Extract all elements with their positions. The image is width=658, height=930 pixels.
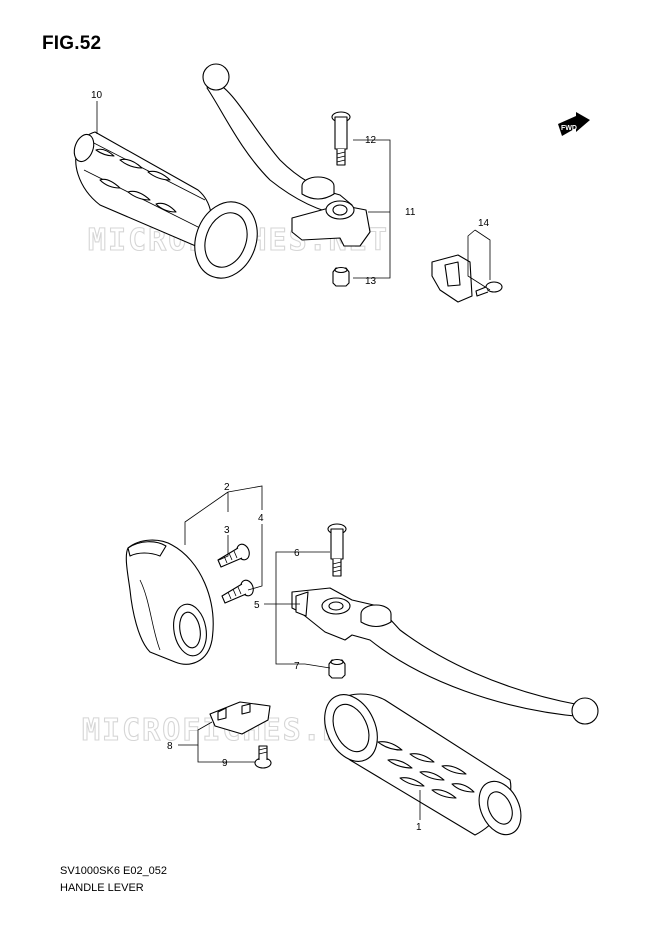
part-8-switch [209, 701, 271, 735]
part-12-pivot-bolt [331, 111, 351, 166]
part-11-clutch-lever [202, 63, 371, 247]
part-1-right-grip [324, 693, 522, 836]
part-4-screw [221, 579, 254, 604]
part-9-screw [254, 745, 272, 769]
part-13-nut [332, 266, 350, 287]
callout-8: 8 [167, 741, 173, 752]
direction-badge-label: FWD [561, 125, 577, 132]
callout-2: 2 [224, 482, 230, 493]
callout-4: 4 [258, 513, 264, 524]
callout-7: 7 [294, 661, 300, 672]
part-10-left-grip [73, 131, 258, 279]
figure-title: FIG.52 [42, 33, 102, 54]
callout-14: 14 [478, 218, 490, 229]
callout-13: 13 [365, 276, 377, 287]
part-2-throttle-housing [125, 539, 214, 665]
part-3-screw [217, 543, 250, 568]
part-6-pivot-bolt [327, 523, 347, 577]
diagram-code: SV1000SK6 E02_052 [60, 865, 168, 877]
part-7-nut [328, 658, 346, 679]
callout-11: 11 [405, 207, 416, 218]
callout-9: 9 [222, 758, 228, 769]
callout-3: 3 [224, 525, 230, 536]
callout-5: 5 [254, 600, 260, 611]
direction-arrow-icon: FWD [558, 112, 590, 136]
callout-10: 10 [91, 90, 103, 101]
diagram-title: HANDLE LEVER [60, 882, 144, 894]
part-5-brake-lever [291, 587, 599, 725]
callout-12: 12 [365, 135, 377, 146]
part-14-switch [431, 254, 503, 303]
callout-6: 6 [294, 548, 300, 559]
callout-1: 1 [416, 822, 422, 833]
